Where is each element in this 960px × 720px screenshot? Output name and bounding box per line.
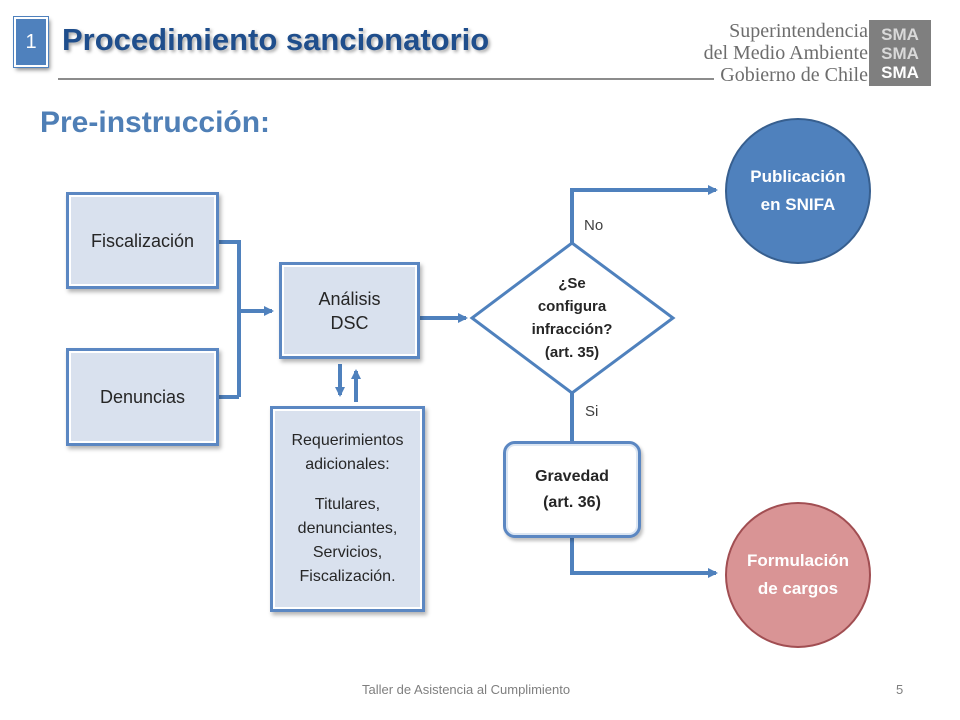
- decision-label: ¿Se configura infracción? (art. 35): [503, 272, 641, 364]
- slide-number-badge: 1: [14, 17, 48, 67]
- analisis-label-line: DSC: [330, 312, 369, 333]
- logo-mark: SMA: [881, 43, 919, 63]
- sma-logo: SMA SMA SMA: [869, 20, 931, 86]
- requerimientos-spacer: [291, 477, 403, 493]
- decision-line: configura: [537, 298, 607, 315]
- branch-label-no: No: [584, 217, 604, 234]
- connector-fiscalizacion: [219, 240, 241, 397]
- slide-title: Procedimiento sancionatorio: [62, 22, 490, 57]
- requerimientos-line: Titulares,: [314, 496, 381, 513]
- fiscalizacion-label: Fiscalización: [90, 230, 195, 251]
- analisis-label-line: Análisis: [318, 288, 381, 309]
- gravedad-line: Gravedad: [535, 467, 609, 485]
- requerimientos-line: Fiscalización.: [299, 568, 396, 585]
- decision-line: ¿Se: [558, 275, 586, 292]
- fiscalizacion-box: Fiscalización: [66, 192, 219, 289]
- gravedad-box: Gravedad (art. 36): [503, 441, 641, 538]
- publicacion-line: en SNIFA: [760, 195, 836, 214]
- denuncias-label: Denuncias: [99, 387, 186, 407]
- denuncias-box: Denuncias: [66, 348, 219, 446]
- formulacion-line: Formulación: [746, 551, 849, 570]
- gravedad-line: (art. 36): [543, 493, 601, 511]
- requerimientos-line: Requerimientos: [291, 432, 404, 449]
- requerimientos-line: Servicios,: [312, 544, 383, 561]
- logo-line: del Medio Ambiente: [703, 42, 868, 64]
- page-number: 5: [896, 682, 904, 697]
- requerimientos-box: Requerimientos adicionales: Titulares, d…: [270, 406, 425, 612]
- requerimientos-line: denunciantes,: [297, 520, 398, 537]
- section-subtitle: Pre-instrucción:: [40, 106, 271, 139]
- requerimientos-line: adicionales:: [305, 456, 390, 473]
- analisis-dsc-box: Análisis DSC: [279, 262, 420, 359]
- title-divider: [58, 78, 714, 80]
- publicacion-snifa-circle: Publicación en SNIFA: [725, 118, 871, 264]
- formulacion-line: de cargos: [757, 579, 839, 598]
- formulacion-cargos-circle: Formulación de cargos: [725, 502, 871, 648]
- decision-line: infracción?: [531, 321, 613, 338]
- logo-mark: SMA: [881, 62, 919, 82]
- decision-diamond: [469, 241, 676, 395]
- logo-line: Gobierno de Chile: [720, 64, 868, 86]
- arrow-to-formulacion: [570, 538, 718, 578]
- branch-label-si: Si: [585, 403, 599, 420]
- logo-line: Superintendencia: [729, 20, 868, 42]
- publicacion-line: Publicación: [750, 167, 846, 186]
- arrow-no-to-publicacion: [570, 185, 718, 243]
- decision-line: (art. 35): [544, 344, 600, 361]
- organization-name: Superintendencia del Medio Ambiente Gobi…: [704, 20, 868, 86]
- footer-text: Taller de Asistencia al Cumplimiento: [362, 682, 571, 697]
- logo-mark: SMA: [881, 24, 919, 44]
